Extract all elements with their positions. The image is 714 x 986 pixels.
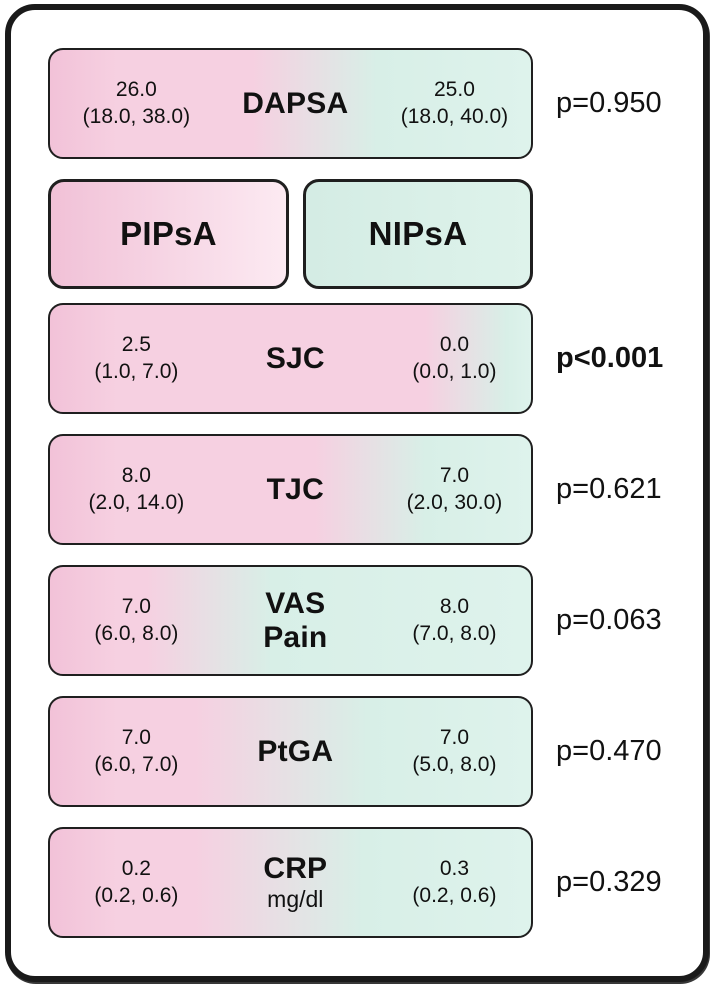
median-value: 2.5 [121,333,151,357]
measure-row-crp: 0.2 (0.2, 0.6) CRP mg/dl 0.3 (0.2, 0.6) … [48,827,688,938]
crp-label-group: CRP mg/dl [209,852,382,913]
tjc-pipsa-value: 8.0 (2.0, 14.0) [50,463,209,516]
iqr-value: (6.0, 7.0) [94,752,179,776]
iqr-value: (7.0, 8.0) [412,621,497,645]
median-value: 7.0 [121,726,151,750]
figure-content: 26.0 (18.0, 38.0) DAPSA 25.0 (18.0, 40.0… [48,48,688,958]
crp-pipsa-value: 0.2 (0.2, 0.6) [50,856,209,909]
iqr-value: (2.0, 14.0) [88,490,185,514]
measure-label: PtGA [257,734,334,768]
measure-label: DAPSA [242,86,349,120]
measure-label: VAS Pain [263,586,328,654]
sjc-box: 2.5 (1.0, 7.0) SJC 0.0 (0.0, 1.0) [48,303,533,414]
tjc-nipsa-value: 7.0 (2.0, 30.0) [382,463,531,516]
iqr-value: (0.2, 0.6) [412,883,497,907]
iqr-value: (5.0, 8.0) [412,752,497,776]
measure-unit: mg/dl [267,885,324,912]
median-value: 0.3 [439,857,470,881]
median-value: 0.2 [121,857,151,881]
vas-pain-label-group: VAS Pain [209,587,382,654]
p-value-vas-pain: p=0.063 [556,604,662,636]
p-value-sjc: p<0.001 [556,342,664,374]
iqr-value: (6.0, 8.0) [94,621,179,645]
measure-row-dapsa: 26.0 (18.0, 38.0) DAPSA 25.0 (18.0, 40.0… [48,48,688,159]
crp-box: 0.2 (0.2, 0.6) CRP mg/dl 0.3 (0.2, 0.6) [48,827,533,938]
nipsa-label: NIPsA [368,215,468,252]
iqr-value: (2.0, 30.0) [406,490,503,514]
measure-label: TJC [266,472,324,506]
ptga-pipsa-value: 7.0 (6.0, 7.0) [50,725,209,778]
median-value: 7.0 [121,595,151,619]
iqr-value: (0.0, 1.0) [412,359,497,383]
measure-row-sjc: 2.5 (1.0, 7.0) SJC 0.0 (0.0, 1.0) p<0.00… [48,303,688,414]
vas-pain-nipsa-value: 8.0 (7.0, 8.0) [382,594,531,647]
dapsa-box: 26.0 (18.0, 38.0) DAPSA 25.0 (18.0, 40.0… [48,48,533,159]
ptga-box: 7.0 (6.0, 7.0) PtGA 7.0 (5.0, 8.0) [48,696,533,807]
tjc-label-group: TJC [209,473,382,507]
tjc-box: 8.0 (2.0, 14.0) TJC 7.0 (2.0, 30.0) [48,434,533,545]
group-legend-row: PIPsA NIPsA [48,179,688,289]
iqr-value: (1.0, 7.0) [94,359,179,383]
median-value: 8.0 [121,464,151,488]
nipsa-group-box: NIPsA [303,179,533,289]
pipsa-label: PIPsA [120,215,217,252]
vas-pain-box: 7.0 (6.0, 8.0) VAS Pain 8.0 (7.0, 8.0) [48,565,533,676]
measure-row-ptga: 7.0 (6.0, 7.0) PtGA 7.0 (5.0, 8.0) p=0.4… [48,696,688,807]
dapsa-pipsa-value: 26.0 (18.0, 38.0) [50,77,209,130]
p-value-ptga: p=0.470 [556,735,662,767]
median-value: 7.0 [439,726,470,750]
sjc-nipsa-value: 0.0 (0.0, 1.0) [382,332,531,385]
p-value-crp: p=0.329 [556,866,662,898]
median-value: 0.0 [439,333,470,357]
median-value: 26.0 [115,78,157,102]
iqr-value: (18.0, 40.0) [400,104,509,128]
median-value: 8.0 [439,595,470,619]
measure-label: CRP [263,851,328,885]
measure-row-vas-pain: 7.0 (6.0, 8.0) VAS Pain 8.0 (7.0, 8.0) p… [48,565,688,676]
iqr-value: (0.2, 0.6) [94,883,179,907]
ptga-label-group: PtGA [209,735,382,769]
pipsa-group-box: PIPsA [48,179,289,289]
dapsa-nipsa-value: 25.0 (18.0, 40.0) [382,77,531,130]
vas-pain-pipsa-value: 7.0 (6.0, 8.0) [50,594,209,647]
median-value: 7.0 [439,464,470,488]
dapsa-label-group: DAPSA [209,87,382,121]
median-value: 25.0 [434,78,475,102]
p-value-dapsa: p=0.950 [556,87,662,119]
measure-row-tjc: 8.0 (2.0, 14.0) TJC 7.0 (2.0, 30.0) p=0.… [48,434,688,545]
crp-nipsa-value: 0.3 (0.2, 0.6) [382,856,531,909]
sjc-pipsa-value: 2.5 (1.0, 7.0) [50,332,209,385]
measure-label: SJC [265,341,325,375]
p-value-tjc: p=0.621 [556,473,662,505]
ptga-nipsa-value: 7.0 (5.0, 8.0) [382,725,531,778]
sjc-label-group: SJC [209,342,382,376]
iqr-value: (18.0, 38.0) [82,104,191,128]
